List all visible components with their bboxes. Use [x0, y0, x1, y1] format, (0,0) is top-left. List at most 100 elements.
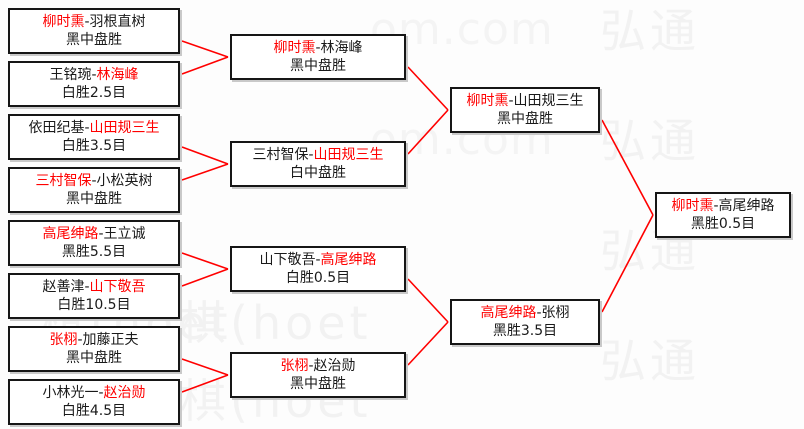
match-box[interactable]: 柳时熏-山田规三生黑中盘胜: [450, 87, 600, 133]
connector-line: [407, 66, 449, 111]
watermark-text: 弘通: [600, 4, 700, 58]
match-result: 黑中盘胜: [497, 110, 553, 127]
player-two: 小松英树: [96, 172, 153, 189]
match-box[interactable]: 柳时熏-羽根直树黑中盘胜: [8, 8, 180, 54]
player-two: 高尾绅路: [718, 197, 775, 214]
match-players: 柳时熏-山田规三生: [466, 93, 583, 110]
match-players: 张栩-赵治勋: [280, 358, 355, 375]
match-result: 黑胜5.5目: [61, 243, 127, 260]
match-box[interactable]: 柳时熏-林海峰黑中盘胜: [230, 34, 406, 80]
match-box[interactable]: 依田纪基-山田规三生白胜3.5目: [8, 114, 180, 160]
player-one: 张栩: [49, 331, 78, 348]
player-one: 高尾绅路: [42, 225, 99, 242]
player-separator: -: [315, 251, 321, 268]
match-players: 高尾绅路-王立诚: [42, 226, 145, 243]
player-one: 三村智保: [35, 172, 92, 189]
match-result: 白胜4.5目: [61, 402, 127, 419]
player-one: 柳时熏: [466, 92, 509, 109]
player-two: 加藤正夫: [82, 331, 139, 348]
player-one: 高尾绅路: [480, 304, 537, 321]
connector-line: [407, 278, 449, 323]
player-one: 柳时熏: [42, 13, 85, 30]
match-result: 白胜0.5目: [285, 269, 351, 286]
connector-line: [181, 252, 229, 270]
player-one: 山下敬吾: [259, 251, 316, 268]
match-box[interactable]: 三村智保-山田规三生白中盘胜: [230, 141, 406, 187]
player-separator: -: [508, 92, 514, 109]
match-players: 山下敬吾-高尾绅路: [259, 252, 376, 269]
player-separator: -: [308, 357, 314, 374]
match-box[interactable]: 张栩-赵治勋黑中盘胜: [230, 352, 406, 398]
connector-line: [181, 268, 229, 287]
match-result: 白胜2.5目: [61, 84, 127, 101]
player-two: 高尾绅路: [320, 251, 377, 268]
match-box[interactable]: 赵善津-山下敬吾白胜10.5目: [8, 273, 180, 319]
match-box[interactable]: 张栩-加藤正夫黑中盘胜: [8, 326, 180, 372]
match-box[interactable]: 小林光一-赵治勋白胜4.5目: [8, 379, 180, 425]
player-two: 张栩: [541, 304, 570, 321]
connector-line: [181, 40, 229, 58]
player-one: 柳时熏: [671, 197, 714, 214]
watermark-text: 弘通: [600, 334, 700, 388]
match-players: 三村智保-小松英树: [35, 173, 152, 190]
match-result: 白胜10.5目: [57, 296, 131, 313]
player-two: 林海峰: [320, 39, 363, 56]
connector-line: [181, 163, 229, 181]
match-box[interactable]: 三村智保-小松英树黑中盘胜: [8, 167, 180, 213]
connector-line: [181, 374, 229, 393]
match-result: 黑中盘胜: [290, 57, 346, 74]
match-result: 黑中盘胜: [66, 31, 122, 48]
match-result: 黑中盘胜: [66, 349, 122, 366]
match-players: 柳时熏-羽根直树: [42, 14, 145, 31]
match-result: 黑胜0.5目: [690, 215, 756, 232]
player-separator: -: [84, 278, 90, 295]
player-separator: -: [98, 384, 104, 401]
player-two: 王立诚: [103, 225, 146, 242]
watermark-text: 棋(hoet: [180, 296, 372, 350]
match-result: 黑胜3.5目: [492, 322, 558, 339]
match-players: 依田纪基-山田规三生: [28, 120, 159, 137]
match-box[interactable]: 高尾绅路-王立诚黑胜5.5目: [8, 220, 180, 266]
match-players: 柳时熏-林海峰: [273, 40, 362, 57]
match-players: 王铭琬-林海峰: [49, 67, 138, 84]
player-two: 羽根直树: [89, 13, 146, 30]
match-players: 高尾绅路-张栩: [480, 305, 569, 322]
match-box[interactable]: 王铭琬-林海峰白胜2.5目: [8, 61, 180, 107]
player-two: 赵治勋: [313, 357, 356, 374]
match-players: 张栩-加藤正夫: [49, 332, 138, 349]
player-two: 赵治勋: [103, 384, 146, 401]
player-separator: -: [315, 39, 321, 56]
player-separator: -: [713, 197, 719, 214]
match-players: 赵善津-山下敬吾: [42, 279, 145, 296]
player-one: 小林光一: [42, 384, 99, 401]
match-players: 柳时熏-高尾绅路: [671, 198, 774, 215]
player-separator: -: [98, 225, 104, 242]
player-two: 山田规三生: [89, 119, 160, 136]
player-separator: -: [91, 172, 97, 189]
player-one: 赵善津: [42, 278, 85, 295]
connector-line: [181, 358, 229, 376]
match-box[interactable]: 山下敬吾-高尾绅路白胜0.5目: [230, 246, 406, 292]
player-two: 山下敬吾: [89, 278, 146, 295]
player-two: 林海峰: [96, 66, 139, 83]
player-two: 山田规三生: [513, 92, 584, 109]
player-one: 三村智保: [252, 146, 309, 163]
player-one: 张栩: [280, 357, 309, 374]
connector-line: [181, 56, 229, 75]
watermark-text: 弘通: [600, 114, 700, 168]
player-one: 王铭琬: [49, 66, 92, 83]
player-one: 依田纪基: [28, 119, 85, 136]
match-result: 白中盘胜: [290, 164, 346, 181]
player-separator: -: [77, 331, 83, 348]
match-players: 小林光一-赵治勋: [42, 385, 145, 402]
connector-line: [407, 109, 449, 155]
match-players: 三村智保-山田规三生: [252, 147, 383, 164]
player-separator: -: [84, 119, 90, 136]
connector-line: [601, 214, 654, 313]
match-box[interactable]: 柳时熏-高尾绅路黑胜0.5目: [655, 192, 791, 238]
player-two: 山田规三生: [313, 146, 384, 163]
match-box[interactable]: 高尾绅路-张栩黑胜3.5目: [450, 299, 600, 345]
player-separator: -: [308, 146, 314, 163]
match-result: 黑中盘胜: [290, 375, 346, 392]
